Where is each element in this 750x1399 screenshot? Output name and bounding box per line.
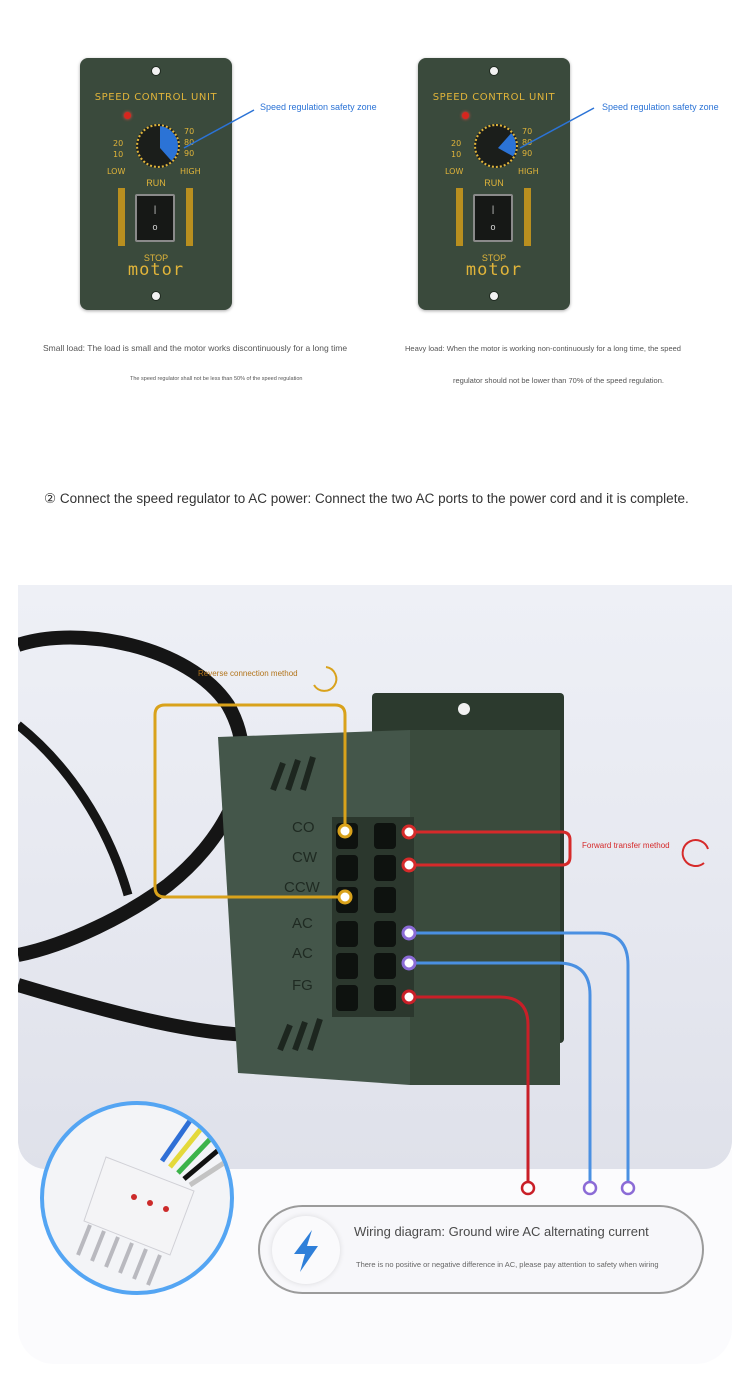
stop-label: STOP — [481, 253, 507, 263]
terminal-label-ac1: AC — [292, 915, 313, 932]
connector-plug-image — [76, 1113, 230, 1286]
terminal-label-cw: CW — [292, 849, 317, 866]
mount-hole-bottom — [489, 291, 499, 301]
wiring-photo: CO CW CCW AC AC FG Reverse connection me… — [18, 585, 732, 1169]
safety-zone-sector — [160, 126, 178, 166]
scale-left: 20 10 — [451, 139, 462, 159]
gold-bar-left — [456, 188, 463, 246]
scale-right: 70 80 90 — [522, 127, 533, 158]
reverse-connection-label: Reverse connection method — [198, 669, 298, 678]
note-right-sub: regulator should not be lower than 70% o… — [453, 376, 664, 385]
callout-title: Wiring diagram: Ground wire AC alternati… — [354, 1224, 649, 1239]
note-left-main: Small load: The load is small and the mo… — [43, 343, 348, 353]
lightning-icon — [294, 1230, 318, 1272]
gold-bar-right — [524, 188, 531, 246]
zone-pointer-lines — [183, 107, 595, 149]
brand-logo: motor — [127, 260, 185, 280]
panel-title: SPEED CONTROL UNIT — [94, 92, 218, 103]
speed-panel-left: SPEED CONTROL UNIT 20 10 LOW 70 80 90 HI… — [80, 58, 232, 310]
safety-zone-sector — [498, 130, 516, 158]
lightning-badge — [272, 1216, 340, 1284]
callout-subtitle: There is no positive or negative differe… — [356, 1260, 659, 1269]
wiring-callout: Wiring diagram: Ground wire AC alternati… — [258, 1205, 704, 1294]
stop-label: STOP — [143, 253, 169, 263]
step-instruction: ② Connect the speed regulator to AC powe… — [44, 491, 689, 506]
speed-knob[interactable] — [136, 124, 180, 168]
gold-bar-left — [118, 188, 125, 246]
mount-hole-top — [489, 66, 499, 76]
scale-high: HIGH — [180, 167, 201, 176]
scale-low: LOW — [107, 167, 126, 176]
panel-title: SPEED CONTROL UNIT — [432, 92, 556, 103]
note-right-main: Heavy load: When the motor is working no… — [405, 344, 681, 353]
gold-bar-right — [186, 188, 193, 246]
controller-illustration — [18, 630, 709, 1169]
forward-transfer-label: Forward transfer method — [582, 841, 670, 850]
scale-high: HIGH — [518, 167, 539, 176]
rocker-switch[interactable]: |o — [135, 194, 175, 242]
scale-left: 20 10 — [113, 139, 124, 159]
connector-inset — [40, 1101, 234, 1295]
power-led — [124, 112, 131, 119]
zone-label-right: Speed regulation safety zone — [602, 102, 719, 112]
scale-right: 70 80 90 — [184, 127, 195, 158]
scale-low: LOW — [445, 167, 464, 176]
terminal-label-ccw: CCW — [284, 879, 320, 896]
wire-endpoints — [520, 1168, 636, 1196]
mount-hole-bottom — [151, 291, 161, 301]
mount-hole-top — [151, 66, 161, 76]
speed-knob[interactable] — [474, 124, 518, 168]
note-left-sub: The speed regulator shall not be less th… — [130, 376, 303, 382]
terminal-label-fg: FG — [292, 977, 313, 994]
run-label: RUN — [484, 178, 504, 188]
terminal-label-ac2: AC — [292, 945, 313, 962]
power-led — [462, 112, 469, 119]
brand-logo: motor — [465, 260, 523, 280]
run-label: RUN — [146, 178, 166, 188]
zone-label-left: Speed regulation safety zone — [260, 102, 377, 112]
terminal-label-co: CO — [292, 819, 315, 836]
speed-panel-right: SPEED CONTROL UNIT 20 10 LOW 70 80 90 HI… — [418, 58, 570, 310]
rocker-switch[interactable]: |o — [473, 194, 513, 242]
